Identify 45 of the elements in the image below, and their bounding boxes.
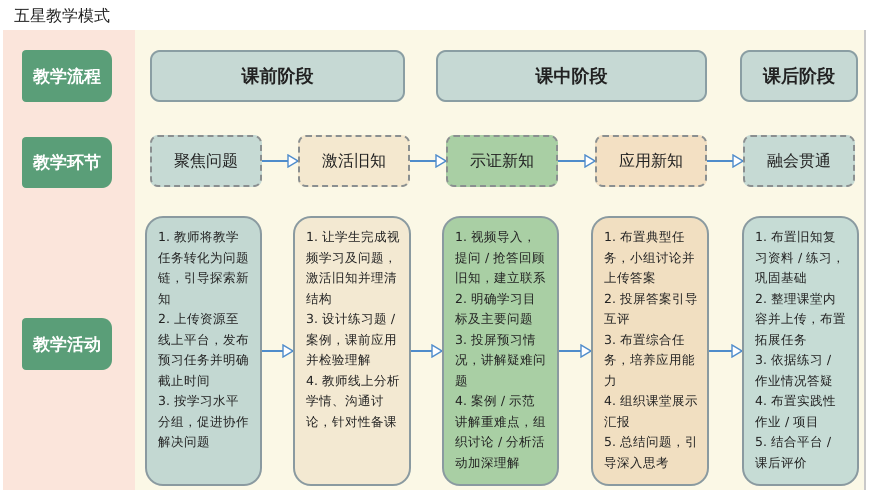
arrow bbox=[410, 154, 447, 168]
activity-item: 1. 让学生完成视频学习及问题，激活旧知并理清结构 bbox=[306, 228, 400, 308]
activity-item: 4. 布置实践性作业 / 项目 bbox=[755, 392, 837, 430]
activity-item: 1. 布置典型任务，小组讨论并上传答案 bbox=[604, 228, 696, 287]
activity-item: 5. 结合平台 / 课后评价 bbox=[755, 433, 832, 472]
activity-item: 5. 总结问题，引导深入思考 bbox=[604, 433, 698, 472]
activity-item: 4. 组织课堂展示汇报 bbox=[604, 392, 698, 430]
activity-item: 2. 整理课堂内容并上传，布置拓展任务 bbox=[755, 290, 847, 348]
activity-card bbox=[293, 216, 411, 486]
phase-box: 课前阶段 bbox=[150, 50, 405, 102]
activity-item: 3. 投屏预习情况，讲解疑难问题 bbox=[455, 330, 547, 390]
row-header: 教学环节 bbox=[22, 137, 112, 188]
activity-card bbox=[591, 216, 709, 486]
activity-item: 2. 明确学习目标及主要问题 bbox=[455, 290, 537, 328]
activity-card bbox=[742, 216, 859, 486]
activity-item: 3. 布置综合任务，培养应用能力 bbox=[604, 330, 696, 390]
activity-item: 3. 设计练习题 / 案例，课前应用并检验理解 bbox=[306, 310, 398, 369]
row-header: 教学活动 bbox=[22, 318, 112, 370]
activity-item: 1. 教师将教学任务转化为问题链，引导探索新知 bbox=[158, 228, 250, 308]
activity-item: 2. 投屏答案引导互评 bbox=[604, 290, 698, 328]
activity-card bbox=[442, 216, 559, 486]
row-header: 教学流程 bbox=[22, 50, 112, 102]
activity-item: 3. 依据练习 / 作业情况答疑 bbox=[755, 351, 834, 390]
diagram-title: 五星教学模式 bbox=[14, 6, 110, 26]
phase-box: 课后阶段 bbox=[740, 50, 858, 102]
step-box: 融会贯通 bbox=[743, 135, 855, 187]
activity-item: 4. 案例 / 示范讲解重难点，组织讨论 / 分析活动加深理解 bbox=[455, 392, 547, 472]
activity-item: 4. 教师线上分析学情、沟通讨论，针对性备课 bbox=[306, 372, 400, 430]
activity-item: 3. 按学习水平分组，促进协作解决问题 bbox=[158, 392, 250, 451]
arrow bbox=[262, 344, 294, 358]
arrow bbox=[559, 344, 592, 358]
arrow bbox=[709, 344, 743, 358]
activity-item: 2. 上传资源至线上平台，发布预习任务并明确截止时间 bbox=[158, 310, 250, 390]
step-box: 示证新知 bbox=[446, 135, 558, 187]
phase-box: 课中阶段 bbox=[436, 50, 707, 102]
step-box: 应用新知 bbox=[595, 135, 707, 187]
step-box: 聚焦问题 bbox=[150, 135, 262, 187]
activity-card bbox=[145, 216, 262, 486]
arrow bbox=[262, 154, 299, 168]
arrow bbox=[707, 154, 744, 168]
step-box: 激活旧知 bbox=[298, 135, 410, 187]
activity-item: 1. 视频导入，提问 / 抢答回顾旧知，建立联系 bbox=[455, 228, 547, 287]
arrow bbox=[411, 344, 443, 358]
arrow bbox=[558, 154, 596, 168]
activity-item: 1. 布置旧知复习资料 / 练习，巩固基础 bbox=[755, 228, 846, 287]
